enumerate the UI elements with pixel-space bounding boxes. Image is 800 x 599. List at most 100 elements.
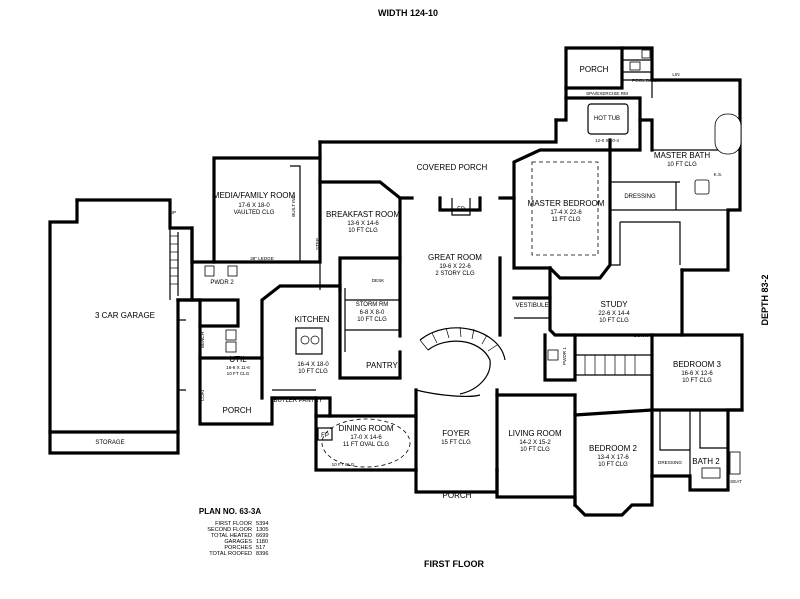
room-master-bedroom: MASTER BEDROOM 17-4 X 22-6 11 FT CLG xyxy=(528,199,605,223)
svg-text:FOYER: FOYER xyxy=(442,429,470,438)
svg-text:GREAT ROOM: GREAT ROOM xyxy=(428,253,482,262)
room-dining: DINING ROOM 17-0 X 14-6 11 FT OVAL CLG xyxy=(338,424,393,448)
svg-text:HOT TUB: HOT TUB xyxy=(594,116,620,122)
seat-label: SEAT xyxy=(730,479,742,484)
stat-label: SECOND FLOOR xyxy=(207,527,252,533)
svg-text:10 FT CLG: 10 FT CLG xyxy=(227,371,250,376)
room-kitchen: KITCHEN 16-4 X 18-0 10 FT CLG xyxy=(294,315,329,375)
bench-label: BENCH xyxy=(200,332,205,348)
svg-text:16-6 X 11-6: 16-6 X 11-6 xyxy=(226,365,250,370)
stat-value: 1305 xyxy=(256,527,268,533)
svg-text:BEDROOM 2: BEDROOM 2 xyxy=(589,444,638,453)
svg-text:BUTLER PANTRY: BUTLER PANTRY xyxy=(273,398,322,404)
fireplace-great-room: FP xyxy=(457,207,465,213)
room-util: UTIL 16-6 X 11-6 10 FT CLG xyxy=(226,355,250,376)
room-porch-side: PORCH xyxy=(223,406,252,415)
svg-text:17-0 X 14-6: 17-0 X 14-6 xyxy=(350,435,382,441)
svg-text:FP: FP xyxy=(457,207,465,213)
room-storage: STORAGE xyxy=(95,440,124,446)
room-living: LIVING ROOM 14-2 X 15-2 10 FT CLG xyxy=(508,429,562,453)
svg-text:14-2 X 15-2: 14-2 X 15-2 xyxy=(519,440,551,446)
room-bedroom2: BEDROOM 2 13-4 X 17-6 10 FT CLG xyxy=(589,444,638,468)
stat-label: TOTAL HEATED xyxy=(211,533,252,539)
room-media: MEDIA/FAMILY ROOM 17-6 X 18-0 VAULTED CL… xyxy=(213,191,296,216)
room-pool-bath: POOL BATH xyxy=(632,78,658,83)
room-master-bath: MASTER BATH 10 FT CLG xyxy=(654,151,711,168)
room-pwdr2: PWDR 2 xyxy=(210,280,234,286)
svg-text:DINING ROOM: DINING ROOM xyxy=(338,424,393,433)
svg-text:FP: FP xyxy=(321,433,329,439)
plan-number: PLAN NO. 63-3A xyxy=(199,507,261,516)
room-great-room: GREAT ROOM 19-6 X 22-6 2 STORY CLG xyxy=(428,253,482,277)
svg-text:STORAGE: STORAGE xyxy=(95,440,124,446)
room-covered-porch: COVERED PORCH xyxy=(417,163,488,172)
svg-text:KITCHEN: KITCHEN xyxy=(294,315,329,324)
room-hot-tub: HOT TUB xyxy=(594,116,620,122)
ceiling-label-dining-left: 10 FT CLG xyxy=(332,462,355,467)
svg-text:LIVING ROOM: LIVING ROOM xyxy=(508,429,562,438)
svg-text:17-4 X 22-6: 17-4 X 22-6 xyxy=(550,210,582,216)
stat-value: 8396 xyxy=(256,551,268,557)
svg-text:10 FT CLG: 10 FT CLG xyxy=(682,378,712,384)
room-pantry: PANTRY xyxy=(366,361,398,370)
ks-label: K.S. xyxy=(714,172,723,177)
svg-text:PANTRY: PANTRY xyxy=(366,361,398,370)
coat-label: COAT xyxy=(200,389,205,402)
svg-text:VESTIBULE: VESTIBULE xyxy=(515,303,548,309)
room-vestibule: VESTIBULE xyxy=(515,303,548,309)
up-label: UP xyxy=(170,210,176,215)
svg-text:PORCH: PORCH xyxy=(223,406,252,415)
stat-value: 6699 xyxy=(256,533,268,539)
svg-text:11 FT OVAL CLG: 11 FT OVAL CLG xyxy=(343,442,389,448)
svg-text:MEDIA/FAMILY ROOM: MEDIA/FAMILY ROOM xyxy=(213,191,296,200)
svg-text:10 FT CLG: 10 FT CLG xyxy=(598,462,628,468)
svg-text:MASTER BATH: MASTER BATH xyxy=(654,151,711,160)
svg-text:PWDR 1: PWDR 1 xyxy=(562,347,567,365)
svg-text:10 FT CLG: 10 FT CLG xyxy=(520,447,550,453)
stat-label: TOTAL ROOFED xyxy=(209,551,252,557)
svg-text:BEDROOM 3: BEDROOM 3 xyxy=(673,360,722,369)
interior-walls xyxy=(48,46,744,479)
room-spa: SPA/EXERCISE RM 12-0 X 10-4 xyxy=(586,91,628,143)
room-study: STUDY 22-6 X 14-4 10 FT CLG xyxy=(598,300,630,324)
svg-text:16-4 X 18-0: 16-4 X 18-0 xyxy=(297,362,329,368)
svg-text:STORM RM: STORM RM xyxy=(356,302,389,308)
svg-text:16-6 X 12-6: 16-6 X 12-6 xyxy=(681,371,713,377)
linen-label: LIN xyxy=(672,72,679,77)
built-ins-label: BUILT INS xyxy=(291,195,296,217)
fireplace-dining: FP xyxy=(317,427,333,441)
room-foyer: FOYER 15 FT CLG xyxy=(441,429,471,446)
svg-text:MASTER BEDROOM: MASTER BEDROOM xyxy=(528,199,605,208)
stat-label: PORCHES xyxy=(224,545,252,551)
svg-text:COVERED PORCH: COVERED PORCH xyxy=(417,163,488,172)
svg-text:SPA/EXERCISE RM: SPA/EXERCISE RM xyxy=(586,91,628,96)
room-breakfast: BREAKFAST ROOM 13-6 X 14-6 10 FT CLG xyxy=(326,210,400,234)
svg-text:2 STORY CLG: 2 STORY CLG xyxy=(435,271,475,277)
svg-text:BATH 2: BATH 2 xyxy=(692,457,720,466)
svg-text:10 FT CLG: 10 FT CLG xyxy=(667,162,697,168)
stat-label: GARAGES xyxy=(224,539,252,545)
stat-label: FIRST FLOOR xyxy=(215,521,252,527)
svg-text:6-8 X 8-0: 6-8 X 8-0 xyxy=(360,310,385,316)
room-porch-top: PORCH xyxy=(580,65,609,74)
width-dimension-label: WIDTH 124-10 xyxy=(378,8,438,18)
step-label: STEP xyxy=(315,238,320,250)
stat-value: 1180 xyxy=(256,539,268,545)
ledge-label: 36" LEDGE xyxy=(250,256,274,261)
plan-stats: FIRST FLOOR 5394 SECOND FLOOR 1305 TOTAL… xyxy=(207,521,268,557)
room-dressing-master: DRESSING xyxy=(624,194,656,200)
svg-text:DRESSING: DRESSING xyxy=(624,194,656,200)
stat-value: 5394 xyxy=(256,521,268,527)
floor-label: FIRST FLOOR xyxy=(424,559,484,569)
svg-text:POOL BATH: POOL BATH xyxy=(632,78,658,83)
svg-text:STUDY: STUDY xyxy=(600,300,628,309)
svg-text:VAULTED CLG: VAULTED CLG xyxy=(234,210,275,216)
svg-text:10 FT CLG: 10 FT CLG xyxy=(298,369,328,375)
room-garage: 3 CAR GARAGE xyxy=(95,311,155,320)
room-butler-pantry: BUTLER PANTRY xyxy=(273,398,322,404)
svg-text:UTIL: UTIL xyxy=(229,355,247,364)
down-label: DOWN xyxy=(634,333,649,338)
svg-text:DRESSING: DRESSING xyxy=(658,460,682,465)
svg-text:BREAKFAST ROOM: BREAKFAST ROOM xyxy=(326,210,400,219)
